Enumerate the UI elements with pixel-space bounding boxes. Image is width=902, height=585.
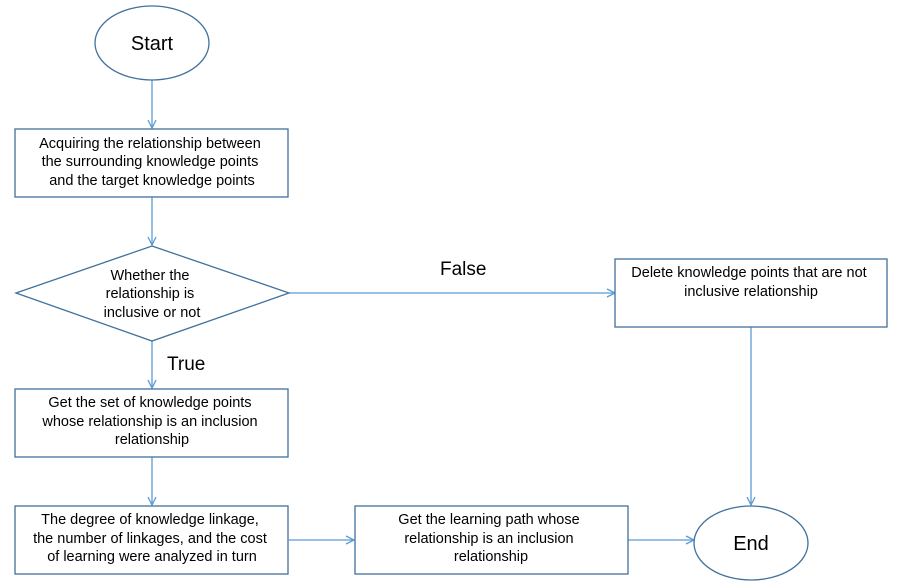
get-set-box	[14, 388, 289, 458]
start-ellipse	[94, 5, 210, 81]
edge-label-true: True	[167, 354, 205, 375]
analyze-line: The degree of knowledge linkage,	[41, 512, 259, 528]
svg-text:Get the set of knowledge point: Get the set of knowledge points whose re…	[41, 395, 261, 448]
delete-line: Delete knowledge points that are not	[631, 265, 866, 281]
acquire-node: Acquiring the relationship between the s…	[14, 128, 289, 198]
get-path-line: relationship is an inclusion	[404, 531, 573, 547]
svg-text:Acquiring the relationship bet: Acquiring the relationship between the s…	[39, 136, 265, 189]
start-label: Start	[131, 33, 174, 55]
svg-text:The degree of knowledge linkag: The degree of knowledge linkage, the num…	[33, 512, 271, 565]
delete-line: inclusive relationship	[684, 284, 818, 300]
analyze-line: of learning were analyzed in turn	[47, 549, 257, 565]
delete-node: Delete knowledge points that are not inc…	[614, 258, 888, 328]
get-set-line: Get the set of knowledge points	[48, 395, 251, 411]
end-label: End	[733, 533, 769, 555]
edge-label-false: False	[440, 259, 486, 280]
decision-line: relationship is	[106, 286, 195, 302]
delete-box	[614, 258, 888, 328]
acquire-line: and the target knowledge points	[49, 173, 255, 189]
analyze-box	[14, 505, 289, 575]
analyze-node: The degree of knowledge linkage, the num…	[14, 505, 289, 575]
end-node: End	[693, 505, 809, 581]
decision-node: Whether the relationship is inclusive or…	[14, 245, 291, 342]
decision-line: Whether the	[110, 268, 189, 284]
decision-diamond	[14, 245, 291, 342]
get-path-line: relationship	[454, 549, 528, 565]
acquire-box	[14, 128, 289, 198]
svg-text:Get the learning path whose: Get the learning path whose relationship…	[398, 512, 583, 565]
decision-line: inclusive or not	[104, 305, 201, 321]
end-ellipse	[693, 505, 809, 581]
get-set-line: relationship	[115, 432, 189, 448]
svg-text:Whether the relationship: Whether the relationship is inclusive or…	[104, 268, 201, 321]
start-node: Start	[94, 5, 210, 81]
svg-text:Delete knowledge points that a: Delete knowledge points that are not inc…	[631, 265, 870, 300]
get-set-node: Get the set of knowledge points whose re…	[14, 388, 289, 458]
get-path-box	[354, 505, 629, 575]
get-path-line: Get the learning path whose	[398, 512, 579, 528]
acquire-line: the surrounding knowledge points	[42, 154, 259, 170]
acquire-line: Acquiring the relationship between	[39, 136, 261, 152]
get-set-line: whose relationship is an inclusion	[41, 414, 257, 430]
analyze-line: the number of linkages, and the cost	[33, 531, 267, 547]
edges	[152, 80, 751, 540]
get-path-node: Get the learning path whose relationship…	[354, 505, 629, 575]
